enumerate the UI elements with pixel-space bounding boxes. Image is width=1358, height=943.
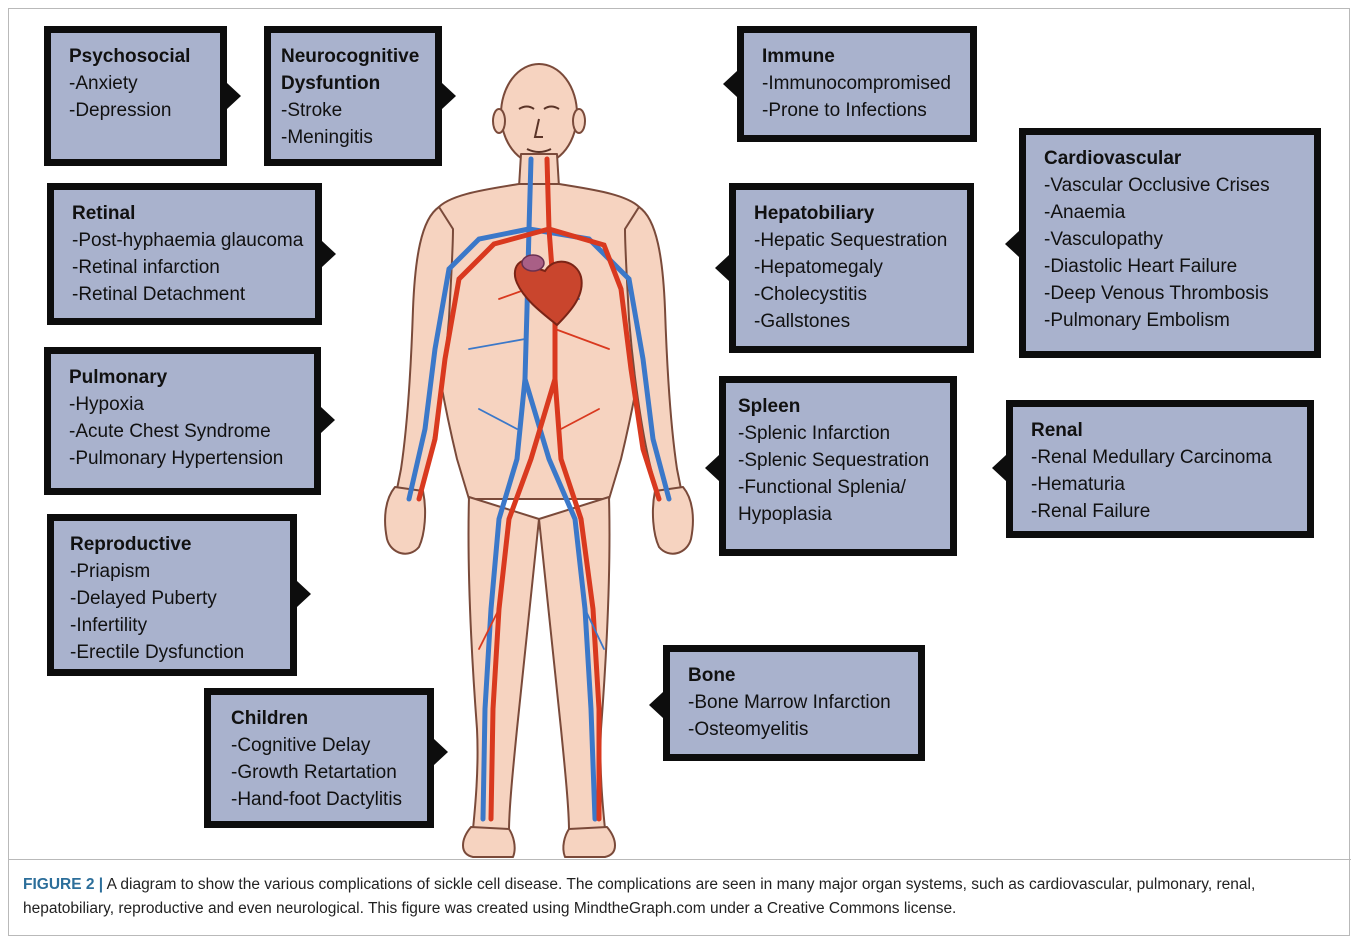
- box-pulmonary: Pulmonary -Hypoxia -Acute Chest Syndrome…: [44, 347, 321, 495]
- pointer-arrow: [322, 241, 336, 267]
- box-spleen: Spleen -Splenic Infarction -Splenic Sequ…: [719, 376, 957, 556]
- neurocognitive-title-line1: Neurocognitive: [281, 46, 420, 67]
- list-item: -Splenic Sequestration: [738, 450, 930, 471]
- list-item: -Stroke: [281, 100, 343, 121]
- list-item: -Depression: [69, 100, 172, 121]
- caption-area: FIGURE 2 | A diagram to show the various…: [9, 859, 1351, 937]
- list-item: -Acute Chest Syndrome: [69, 421, 271, 442]
- caption-label: FIGURE 2 |: [23, 876, 104, 893]
- figure-caption: FIGURE 2 | A diagram to show the various…: [23, 873, 1338, 921]
- list-item: Hypoplasia: [738, 504, 832, 525]
- pulmonary-title: Pulmonary: [69, 367, 168, 388]
- box-children: Children -Cognitive Delay -Growth Retart…: [204, 688, 434, 828]
- list-item: -Erectile Dysfunction: [70, 642, 245, 663]
- pointer-arrow: [723, 71, 737, 97]
- list-item: -Osteomyelitis: [688, 719, 809, 740]
- list-item: -Renal Failure: [1031, 501, 1151, 522]
- list-item: -Hand-foot Dactylitis: [231, 789, 403, 810]
- list-item: -Diastolic Heart Failure: [1044, 256, 1238, 277]
- pointer-arrow: [992, 455, 1006, 481]
- pointer-arrow: [434, 739, 448, 765]
- list-item: -Pulmonary Hypertension: [69, 448, 284, 469]
- cardiovascular-title: Cardiovascular: [1044, 148, 1182, 169]
- pointer-arrow: [442, 83, 456, 109]
- pointer-arrow: [297, 581, 311, 607]
- list-item: -Infertility: [70, 615, 148, 636]
- list-item: -Delayed Puberty: [70, 588, 217, 609]
- psychosocial-title: Psychosocial: [69, 46, 191, 67]
- list-item: -Anaemia: [1044, 202, 1126, 223]
- pointer-arrow: [705, 455, 719, 481]
- list-item: -Retinal Detachment: [72, 284, 246, 305]
- list-item: -Hepatic Sequestration: [754, 230, 948, 251]
- box-retinal: Retinal -Post-hyphaemia glaucoma -Retina…: [47, 183, 322, 325]
- list-item: -Meningitis: [281, 127, 373, 148]
- spleen-title: Spleen: [738, 396, 801, 417]
- pointer-arrow: [1005, 231, 1019, 257]
- list-item: -Hematuria: [1031, 474, 1125, 495]
- list-item: -Priapism: [70, 561, 151, 582]
- list-item: -Cholecystitis: [754, 284, 867, 305]
- pointer-arrow: [227, 83, 241, 109]
- list-item: -Immunocompromised: [762, 73, 951, 94]
- renal-title: Renal: [1031, 420, 1083, 441]
- box-hepatobiliary: Hepatobiliary -Hepatic Sequestration -He…: [729, 183, 974, 353]
- heart-icon: [514, 259, 583, 327]
- box-neurocognitive: Neurocognitive Dysfuntion -Stroke -Menin…: [264, 26, 442, 166]
- list-item: -Gallstones: [754, 311, 851, 332]
- list-item: -Cognitive Delay: [231, 735, 371, 756]
- box-bone: Bone -Bone Marrow Infarction -Osteomyeli…: [663, 645, 925, 761]
- box-immune: Immune -Immunocompromised -Prone to Infe…: [737, 26, 977, 142]
- bone-title: Bone: [688, 665, 736, 686]
- list-item: -Deep Venous Thrombosis: [1044, 283, 1269, 304]
- immune-title: Immune: [762, 46, 835, 67]
- list-item: -Vascular Occlusive Crises: [1044, 175, 1270, 196]
- list-item: -Prone to Infections: [762, 100, 927, 121]
- pointer-arrow: [321, 407, 335, 433]
- hepatobiliary-title: Hepatobiliary: [754, 203, 875, 224]
- figure-frame: Psychosocial -Anxiety -Depression Neuroc…: [8, 8, 1351, 937]
- neurocognitive-title-line2: Dysfuntion: [281, 73, 381, 94]
- list-item: -Growth Retartation: [231, 762, 397, 783]
- list-item: -Post-hyphaemia glaucoma: [72, 230, 304, 251]
- retinal-title: Retinal: [72, 203, 136, 224]
- diagram-area: Psychosocial -Anxiety -Depression Neuroc…: [9, 9, 1351, 859]
- list-item: -Bone Marrow Infarction: [688, 692, 891, 713]
- list-item: -Functional Splenia/: [738, 477, 906, 498]
- caption-text: A diagram to show the various complicati…: [23, 876, 1256, 917]
- reproductive-title: Reproductive: [70, 534, 192, 555]
- human-body-illustration: [384, 63, 694, 858]
- list-item: -Hypoxia: [69, 394, 144, 415]
- list-item: -Retinal infarction: [72, 257, 220, 278]
- pointer-arrow: [715, 255, 729, 281]
- box-renal: Renal -Renal Medullary Carcinoma -Hematu…: [1006, 400, 1314, 538]
- box-psychosocial: Psychosocial -Anxiety -Depression: [44, 26, 227, 166]
- pointer-arrow: [649, 692, 663, 718]
- box-reproductive: Reproductive -Priapism -Delayed Puberty …: [47, 514, 297, 676]
- list-item: -Renal Medullary Carcinoma: [1031, 447, 1272, 468]
- list-item: -Splenic Infarction: [738, 423, 891, 444]
- list-item: -Anxiety: [69, 73, 138, 94]
- list-item: -Pulmonary Embolism: [1044, 310, 1230, 331]
- list-item: -Hepatomegaly: [754, 257, 883, 278]
- children-title: Children: [231, 708, 309, 729]
- box-cardiovascular: Cardiovascular -Vascular Occlusive Crise…: [1019, 128, 1321, 358]
- list-item: -Vasculopathy: [1044, 229, 1163, 250]
